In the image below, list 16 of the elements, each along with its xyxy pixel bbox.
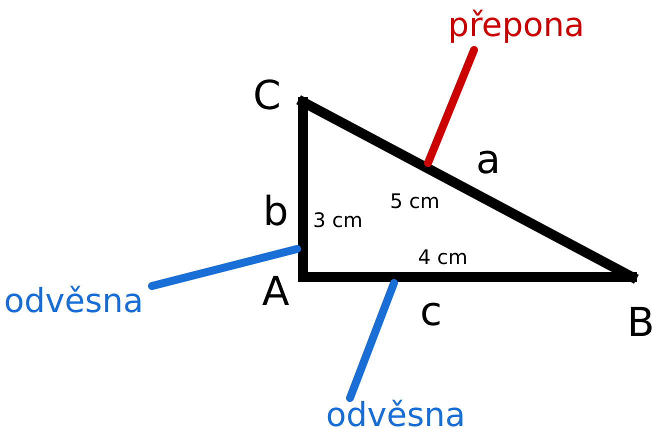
length-label: 5 cm	[390, 191, 440, 211]
vertex-label: A	[262, 272, 290, 312]
callout-text: přepona	[448, 8, 584, 41]
vertex-label: C	[253, 76, 281, 116]
vertex-label: B	[627, 303, 654, 343]
callout-text: odvěsna	[4, 284, 144, 317]
callout-text: odvěsna	[326, 398, 466, 431]
side-label: c	[420, 292, 442, 332]
side-label: a	[476, 140, 501, 180]
length-label: 4 cm	[418, 247, 468, 267]
leader-line	[346, 279, 398, 402]
leader-line	[424, 46, 478, 167]
length-label: 3 cm	[313, 210, 363, 230]
triangle-side	[298, 97, 637, 282]
side-label: b	[263, 192, 288, 232]
leader-line	[148, 245, 301, 290]
